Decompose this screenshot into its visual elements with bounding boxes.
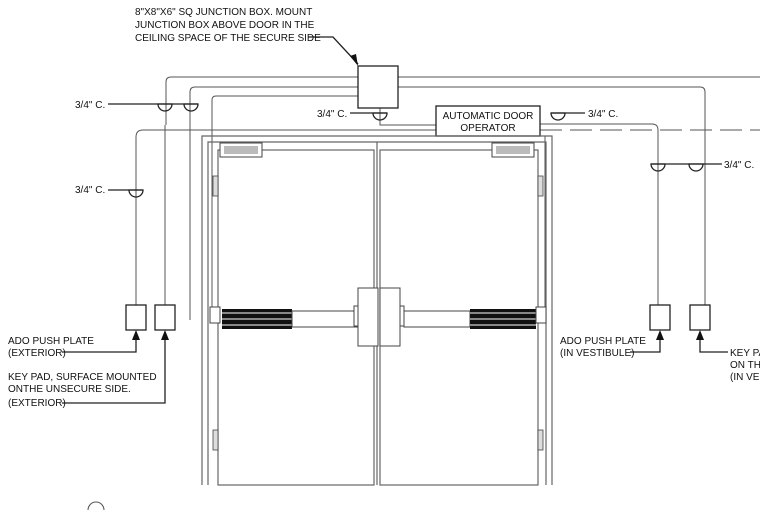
keypad-exterior-label-line-2: ONTHE UNSECURE SIDE. — [8, 384, 131, 395]
keypad-exterior — [154, 304, 176, 331]
partial-symbol — [87, 501, 105, 510]
junction-box-note-line-1: 8"X8"X6" SQ JUNCTION BOX. MOUNT — [135, 7, 312, 18]
keypad-exterior-label-line-1: KEY PAD, SURFACE MOUNTED — [8, 372, 157, 383]
conduit-label-center: 3/4" C. — [317, 109, 347, 120]
push-plate-exterior-label-line-2: (EXTERIOR) — [8, 348, 66, 359]
junction-box — [357, 65, 399, 109]
conduit-label-left-mid: 3/4" C. — [75, 185, 105, 196]
keypad-vestibule-label-line-1: KEY PA — [730, 348, 760, 359]
push-plate-vestibule-label-line-1: ADO PUSH PLATE — [560, 336, 646, 347]
conduit-label-left-top: 3/4" C. — [75, 100, 105, 111]
device-leaders — [62, 330, 728, 404]
ado-push-plate-vestibule — [649, 304, 671, 331]
keypad-vestibule-label-line-3: (IN VES — [730, 372, 760, 383]
ado-push-plate-exterior — [125, 304, 147, 331]
keypad-vestibule-label-line-2: ON TH — [730, 360, 760, 371]
push-plate-exterior-label-line-1: ADO PUSH PLATE — [8, 336, 94, 347]
conduit-label-right-top: 3/4" C. — [588, 109, 618, 120]
conduit-runs — [135, 76, 760, 320]
junction-box-note-line-2: JUNCTION BOX ABOVE DOOR IN THE — [135, 20, 315, 31]
keypad-vestibule — [689, 304, 711, 331]
junction-box-note-line-3: CEILING SPACE OF THE SECURE SIDE — [135, 33, 321, 44]
conduit-leaders — [108, 103, 722, 191]
junction-box-leader — [308, 36, 359, 66]
push-plate-vestibule-label-line-2: (IN VESTIBULE) — [560, 348, 634, 359]
keypad-exterior-label-line-3: (EXTERIOR) — [8, 398, 66, 409]
conduit-label-right-mid: 3/4" C. — [724, 160, 754, 171]
ado-operator-label-line-1: AUTOMATIC DOOR — [443, 111, 534, 122]
panic-bars — [209, 287, 547, 347]
ado-operator-label-line-2: OPERATOR — [460, 123, 515, 134]
